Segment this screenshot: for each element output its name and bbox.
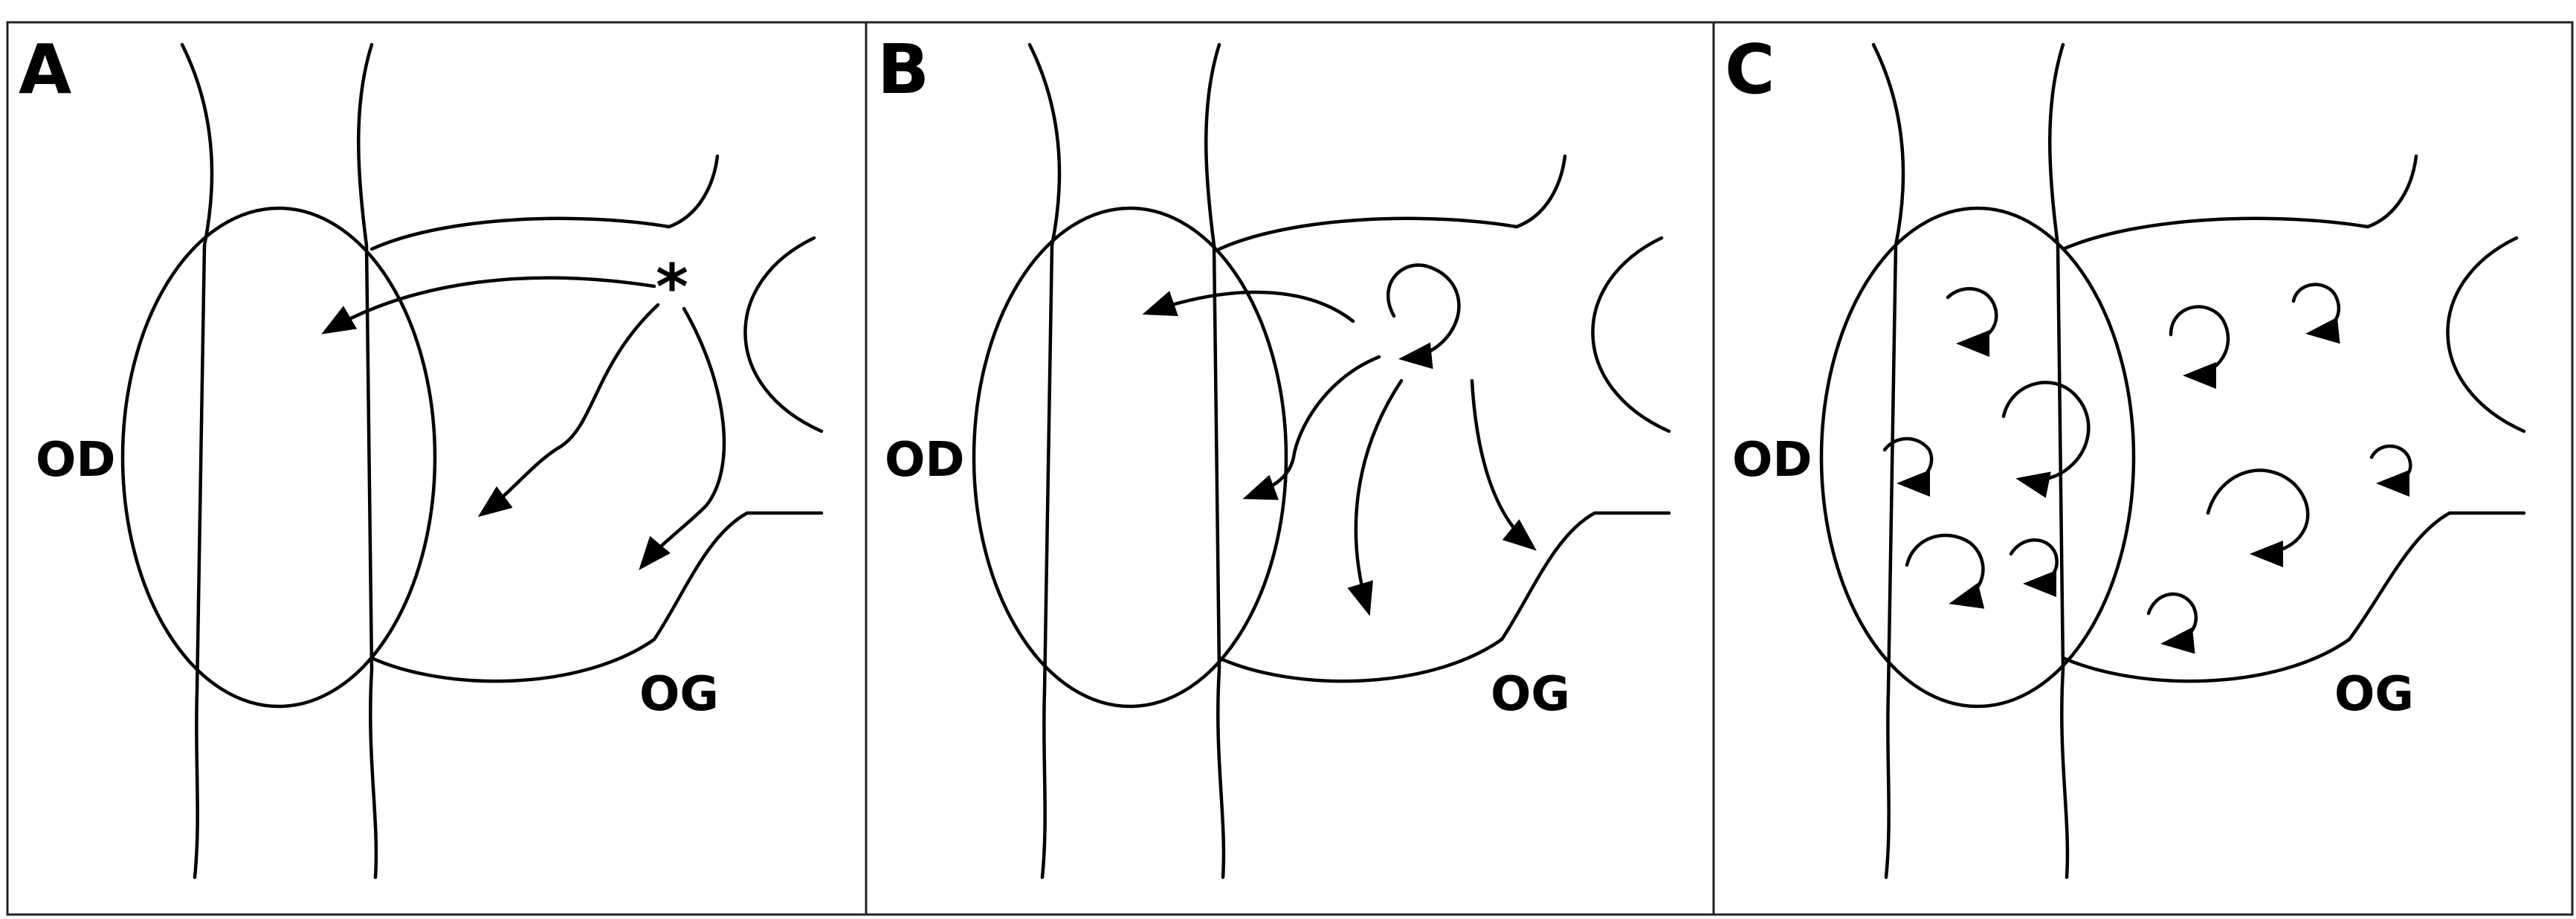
- vessel-right-line: [1204, 42, 1226, 880]
- panel-a-vessels: [180, 42, 824, 880]
- side-arc-line: [2446, 236, 2526, 433]
- optic-duct-lower-line: [2061, 511, 2526, 683]
- vessel-left-line: [1027, 42, 1062, 880]
- panel-c: C OD OG: [1712, 21, 2574, 916]
- panel-a: A OD OG *: [6, 21, 868, 916]
- vessel-right-line: [357, 42, 378, 880]
- circular-arrow-og-3: [2206, 468, 2310, 567]
- circular-arrow-og-1: [2169, 305, 2230, 389]
- circular-arrow-og-2: [2291, 283, 2341, 344]
- od-ellipse: [972, 206, 1288, 709]
- arrow-down: [1347, 378, 1404, 616]
- od-label: OD: [1732, 433, 1812, 488]
- panel-b-vessels: [1027, 42, 1671, 880]
- circular-arrow-od-1: [1946, 287, 1998, 357]
- arrow-to-center: [477, 303, 660, 517]
- og-label: OG: [2334, 667, 2414, 722]
- origin-asterisk-marker: *: [656, 251, 688, 323]
- panel-b-letter: B: [877, 30, 929, 109]
- panel-c-circular-arrows: [1882, 283, 2412, 654]
- panel-b: B OD OG: [865, 21, 1715, 916]
- od-label: OD: [885, 433, 965, 488]
- side-arc-line: [743, 236, 824, 433]
- od-ellipse: [1819, 206, 2136, 709]
- vessel-left-line: [1871, 42, 1905, 880]
- arrow-to-center: [1242, 355, 1381, 500]
- circular-arrow-od-5: [2009, 538, 2059, 597]
- panel-c-letter: C: [1725, 30, 1775, 109]
- panel-c-frame: [1712, 21, 2574, 916]
- panel-a-frame: [6, 21, 868, 916]
- arrow-to-od: [1142, 290, 1355, 323]
- circular-arrow-od-2: [2001, 381, 2091, 498]
- circular-arrow-od-3: [1882, 436, 1934, 497]
- od-label: OD: [36, 433, 116, 488]
- og-label: OG: [1491, 667, 1570, 722]
- og-label: OG: [639, 667, 719, 722]
- optic-duct-upper-line: [2061, 154, 2418, 251]
- panel-a-arrows: [321, 276, 726, 570]
- panel-c-vessels: [1871, 42, 2526, 880]
- circular-origin-arrow: [1387, 263, 1461, 370]
- vessel-left-line: [180, 42, 214, 880]
- od-ellipse: [120, 206, 437, 709]
- circular-arrow-og-4: [2369, 444, 2412, 497]
- side-arc-line: [1591, 236, 1671, 433]
- circular-arrow-od-4: [1905, 533, 1985, 609]
- optic-duct-upper-line: [369, 154, 720, 251]
- optic-duct-lower-line: [369, 511, 824, 683]
- arrow-to-od: [321, 276, 656, 335]
- arrow-down-right: [1470, 378, 1537, 551]
- panel-b-arrows: [1142, 263, 1537, 616]
- arrow-to-lower: [639, 306, 726, 570]
- vessel-right-line: [2048, 42, 2070, 880]
- circular-arrow-og-5: [2146, 592, 2198, 654]
- optic-duct-lower-line: [1217, 511, 1671, 683]
- optic-duct-upper-line: [1217, 154, 1567, 251]
- panel-a-letter: A: [19, 30, 71, 109]
